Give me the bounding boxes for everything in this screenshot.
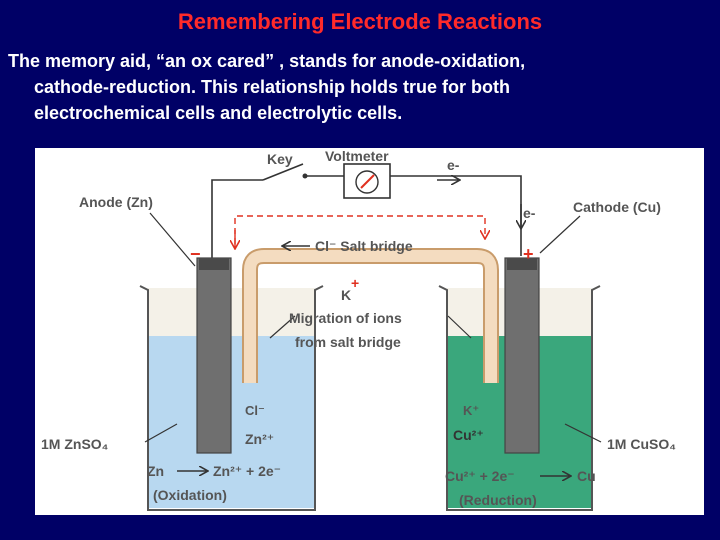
key-label: Key <box>267 151 293 167</box>
zinc-electrode <box>196 257 232 454</box>
oxidation-products: Zn²⁺ + 2e⁻ <box>213 463 281 479</box>
body-line-2: cathode-reduction. This relationship hol… <box>34 77 511 97</box>
voltmeter-label: Voltmeter <box>325 148 389 164</box>
salt-bridge-label: Cl⁻ Salt bridge <box>315 238 413 254</box>
anode-pointer <box>149 212 196 267</box>
zn-ion-label: Zn²⁺ <box>245 431 274 447</box>
cl-ion-label: Cl⁻ <box>245 403 265 418</box>
voltmeter-needle <box>360 174 375 189</box>
right-solution-pointer <box>564 423 602 443</box>
migration-pointer-left <box>269 315 296 339</box>
cathode-pointer <box>539 215 581 254</box>
reduction-reactants: Cu²⁺ + 2e⁻ <box>445 468 515 484</box>
cell-diagram-svg: Key Voltmeter e- e- Anode (Zn) Cathode (… <box>41 148 676 511</box>
oxidation-label: (Oxidation) <box>153 487 227 503</box>
electron-label-right: e- <box>523 205 536 221</box>
copper-electrode <box>504 257 540 454</box>
oxidation-reactant: Zn <box>147 463 164 479</box>
voltmeter-dial <box>355 170 379 194</box>
left-solution-label: 1M ZnSO₄ <box>41 436 108 452</box>
electrochemical-cell-diagram: Key Voltmeter e- e- Anode (Zn) Cathode (… <box>35 148 704 515</box>
copper-electrode-cap <box>507 258 537 270</box>
k-ion-label: K <box>341 287 351 303</box>
left-solution-pointer <box>144 423 178 443</box>
slide-body-text: The memory aid, “an ox cared” , stands f… <box>8 48 712 126</box>
reduction-product: Cu <box>577 468 596 484</box>
slide-title: Remembering Electrode Reactions <box>177 9 543 34</box>
cathode-label: Cathode (Cu) <box>573 199 661 215</box>
migration-label-line2: from salt bridge <box>295 334 401 350</box>
key-contact <box>302 173 308 179</box>
right-solution-label: 1M CuSO₄ <box>607 436 676 452</box>
electron-label-top: e- <box>447 157 460 173</box>
cathode-sign: + <box>523 244 534 264</box>
salt-bridge-fill <box>244 250 497 383</box>
reduction-label: (Reduction) <box>459 492 537 508</box>
anode-label: Anode (Zn) <box>79 194 153 210</box>
body-line-1: The memory aid, “an ox cared” , stands f… <box>8 51 526 71</box>
right-beaker <box>438 285 601 511</box>
migration-pointer-right <box>447 315 472 339</box>
key-switch <box>262 163 304 181</box>
left-beaker <box>139 285 324 511</box>
k-ion-charge: + <box>351 275 359 291</box>
k-ion-right-label: K⁺ <box>463 403 479 418</box>
migration-label-line1: Migration of ions <box>289 310 402 326</box>
cu-ion-label: Cu²⁺ <box>453 427 484 443</box>
anode-sign: − <box>190 244 201 264</box>
zinc-electrode-cap <box>199 258 229 270</box>
body-line-3: electrochemical cells and electrolytic c… <box>34 103 403 123</box>
